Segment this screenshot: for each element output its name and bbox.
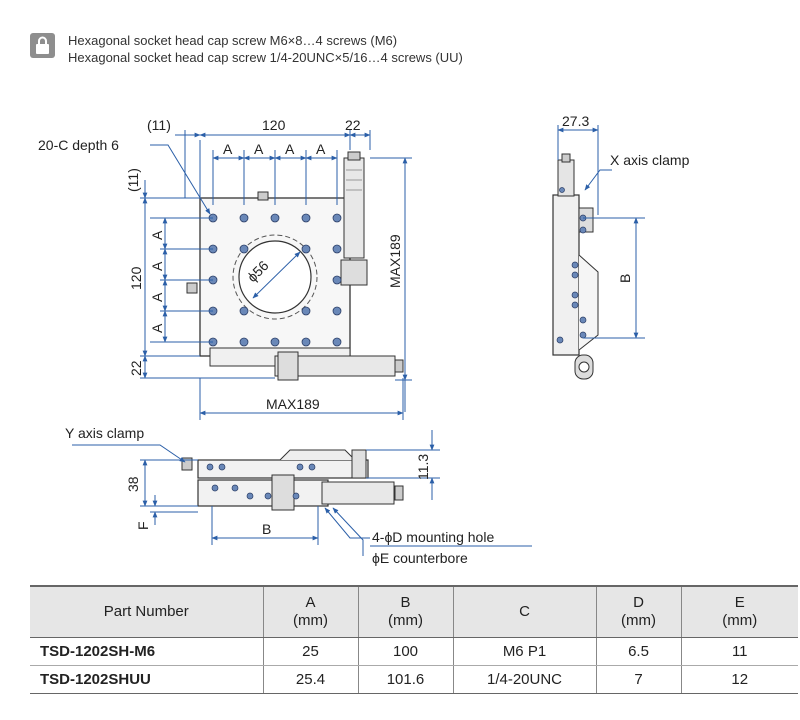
- max-width-label: MAX189: [266, 396, 320, 412]
- cell-a: 25.4: [262, 665, 358, 694]
- dim-27-3: 27.3: [562, 113, 589, 129]
- dim-120-top: 120: [262, 117, 286, 133]
- table-row: TSD-1202SHUU 25.4 101.6 1/4-20UNC 7 12: [30, 665, 798, 694]
- hole-callout: 20-C depth 6: [38, 137, 119, 153]
- dim-b-side: B: [617, 274, 633, 283]
- header-d: D(mm): [595, 585, 681, 638]
- dim-a-top-2: A: [254, 141, 264, 157]
- header-e: E(mm): [680, 585, 798, 638]
- front-view: Y axis clamp 38 F 11.3 B 4-ϕD mounting h…: [65, 425, 532, 566]
- spec-table: Part Number A(mm) B(mm) C D(mm) E(mm) TS…: [30, 585, 798, 694]
- side-view: 27.3 X axis clamp B: [552, 113, 690, 380]
- dim-f: F: [135, 521, 151, 530]
- cell-part-number: TSD-1202SHUU: [30, 665, 263, 694]
- cell-d: 6.5: [595, 637, 681, 666]
- cell-b: 100: [357, 637, 453, 666]
- dim-a-left-3: A: [149, 292, 165, 302]
- table-row: TSD-1202SH-M6 25 100 M6 P1 6.5 11: [30, 637, 798, 666]
- dim-22-top: 22: [345, 117, 361, 133]
- header-a: A(mm): [262, 585, 358, 638]
- cell-b: 101.6: [357, 665, 453, 694]
- dim-11-left: (11): [125, 168, 141, 192]
- screw-note-uu: Hexagonal socket head cap screw 1/4-20UN…: [68, 50, 463, 65]
- dim-11-top: (11): [147, 117, 171, 133]
- cell-a: 25: [262, 637, 358, 666]
- y-clamp-label: Y axis clamp: [65, 425, 144, 441]
- cell-d: 7: [595, 665, 681, 694]
- cell-part-number: TSD-1202SH-M6: [30, 637, 263, 666]
- top-view: (11) 120 22 20-C depth 6 A A A A (11) A …: [38, 117, 412, 420]
- dim-120-left: 120: [128, 266, 144, 290]
- dim-b-front: B: [262, 521, 271, 537]
- header-part-number: Part Number: [30, 585, 263, 638]
- dim-a-top-3: A: [285, 141, 295, 157]
- header-c: C: [452, 585, 596, 638]
- cell-e: 11: [680, 637, 798, 666]
- dim-38: 38: [125, 476, 141, 492]
- cell-e: 12: [680, 665, 798, 694]
- max-height-label: MAX189: [387, 234, 403, 288]
- table-header-row: Part Number A(mm) B(mm) C D(mm) E(mm): [30, 585, 798, 638]
- screw-note-m6: Hexagonal socket head cap screw M6×8…4 s…: [68, 33, 398, 48]
- x-micrometer: [343, 157, 365, 259]
- dim-11-3: 11.3: [415, 454, 431, 480]
- dim-a-left-2: A: [149, 261, 165, 271]
- x-clamp-label: X axis clamp: [610, 152, 690, 168]
- tapped-holes: [208, 213, 342, 347]
- mounting-hole-label: 4-ϕD mounting hole: [372, 529, 494, 545]
- dim-a-left-1: A: [149, 230, 165, 240]
- dim-a-top-4: A: [316, 141, 326, 157]
- dim-22-left: 22: [128, 360, 144, 376]
- dim-a-left-4: A: [149, 323, 165, 333]
- counterbore-label: ϕE counterbore: [372, 550, 468, 566]
- cell-c: M6 P1: [452, 637, 596, 666]
- technical-drawing: (11) 120 22 20-C depth 6 A A A A (11) A …: [38, 113, 690, 566]
- header-b: B(mm): [357, 585, 453, 638]
- lock-icon: [30, 33, 55, 58]
- dim-a-top-1: A: [223, 141, 233, 157]
- cell-c: 1/4-20UNC: [452, 665, 596, 694]
